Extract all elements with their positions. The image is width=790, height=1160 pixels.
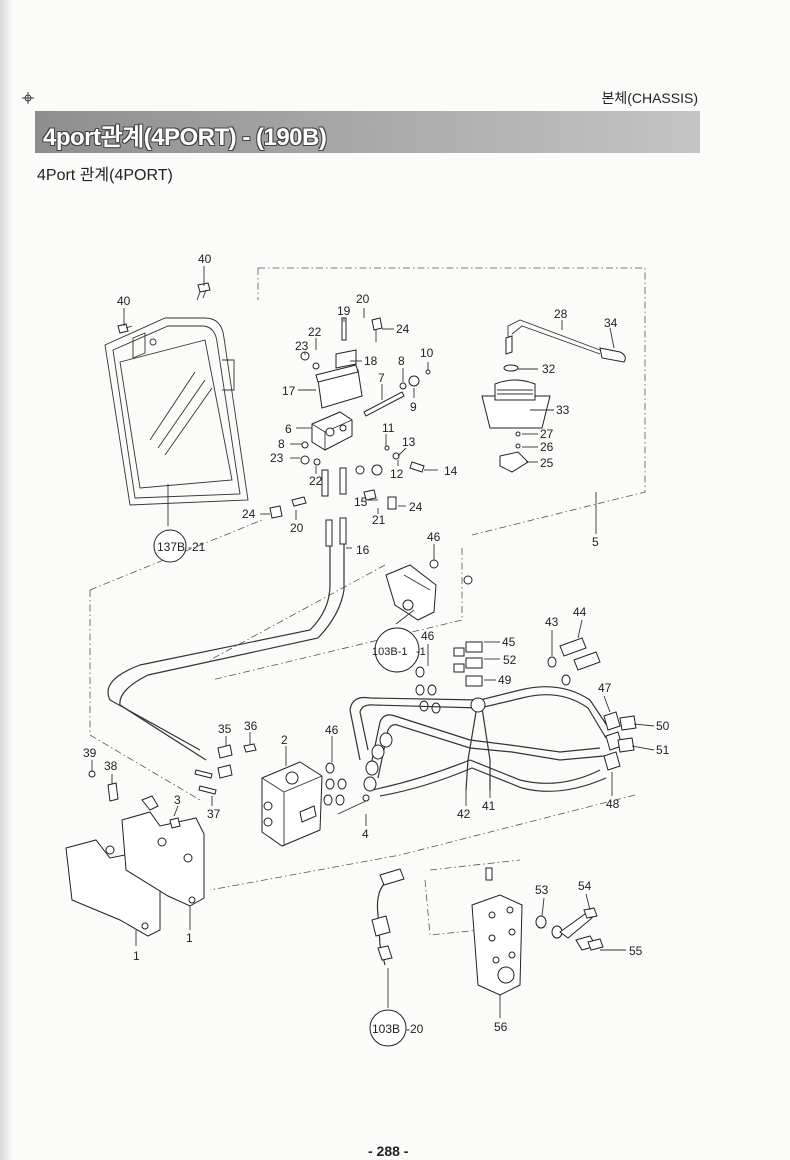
- callout: 53: [535, 883, 549, 897]
- callout: 5: [592, 535, 599, 549]
- callout: 8: [278, 437, 285, 451]
- callout: 46: [421, 629, 435, 643]
- valve-bracket: [385, 559, 473, 621]
- callout: 56: [494, 1020, 508, 1034]
- callout: 12: [390, 467, 404, 481]
- page-number: - 288 -: [368, 1143, 409, 1159]
- callout: 22: [309, 474, 323, 488]
- svg-text:-1: -1: [416, 646, 426, 658]
- callout: 49: [498, 673, 512, 687]
- callout: 42: [457, 807, 471, 821]
- reference-103B-1-1: 103B-1 -1: [372, 627, 426, 673]
- pilot-valve-2: [194, 743, 370, 847]
- callout: 55: [629, 944, 643, 958]
- callout: 22: [308, 325, 322, 339]
- title-bar: [35, 111, 700, 153]
- page-subtitle: 4Port 관계(4PORT): [37, 167, 173, 184]
- harness-103B-20: [371, 868, 405, 966]
- svg-text:-20: -20: [406, 1022, 424, 1036]
- control-lever-28: [503, 319, 626, 372]
- callout: 11: [382, 421, 395, 435]
- callout: 27: [540, 427, 554, 441]
- callout: 36: [244, 719, 258, 733]
- control-cable-16: [107, 517, 347, 761]
- callout: 28: [554, 307, 568, 321]
- callout: 34: [604, 316, 618, 330]
- callout: 26: [540, 440, 554, 454]
- callout: 4: [362, 827, 369, 841]
- callout: 2: [281, 733, 288, 747]
- callout: 46: [325, 723, 339, 737]
- callout: 24: [409, 500, 423, 514]
- callout: 24: [396, 322, 410, 336]
- callout: 47: [598, 681, 612, 695]
- callout: 50: [656, 719, 670, 733]
- bolt-40-icon: [117, 282, 211, 334]
- callout: 3: [174, 793, 181, 807]
- callout: 21: [372, 513, 386, 527]
- callout: 23: [295, 339, 309, 353]
- reference-103B-20: 103B -20: [369, 1009, 424, 1047]
- mounting-plates-1: [65, 770, 205, 937]
- callout: 8: [398, 354, 405, 368]
- callout: 35: [218, 722, 232, 736]
- scan-edge-shadow: [0, 0, 12, 1160]
- callout: 24: [242, 507, 256, 521]
- callout: 45: [502, 635, 516, 649]
- callout-labels: 40 40 20 19 24 22 23 18 8 10 17 7 9 6 11…: [83, 252, 670, 1034]
- callout: 48: [606, 797, 620, 811]
- svg-text:103B: 103B: [372, 1022, 400, 1036]
- cab-door-frame: [104, 317, 249, 506]
- svg-text:103B-1: 103B-1: [372, 646, 407, 658]
- callout: 38: [104, 759, 118, 773]
- page-title: 4port관계(4PORT) - (190B): [43, 124, 327, 151]
- callout: 39: [83, 746, 97, 760]
- callout: 46: [427, 530, 441, 544]
- lever-boot-33: [481, 379, 551, 473]
- callout: 13: [402, 435, 416, 449]
- callout: 40: [117, 294, 131, 308]
- callout: 32: [542, 362, 556, 376]
- svg-text:137B: 137B: [157, 540, 185, 554]
- callout: 33: [556, 403, 570, 417]
- lever-valve-block: [269, 317, 431, 519]
- callout: 6: [285, 422, 292, 436]
- callout: 43: [545, 615, 559, 629]
- callout: 9: [410, 400, 417, 414]
- callout: 25: [540, 456, 554, 470]
- callout: 17: [282, 384, 296, 398]
- callout: 15: [354, 495, 368, 509]
- callout: 10: [420, 346, 434, 360]
- callout: 20: [290, 521, 304, 535]
- callout: 1: [186, 931, 193, 945]
- callout: 23: [270, 451, 284, 465]
- callout: 16: [356, 543, 370, 557]
- callout: 37: [207, 807, 221, 821]
- callout: 44: [573, 605, 587, 619]
- callout: 54: [578, 879, 592, 893]
- callout: 20: [356, 292, 370, 306]
- callout: 52: [503, 653, 517, 667]
- fittings-cluster: [415, 637, 601, 714]
- callout: 40: [198, 252, 212, 266]
- ornament-icon: [22, 92, 34, 104]
- assembly-outlines: [89, 267, 646, 936]
- callout: 19: [337, 304, 351, 318]
- callout: 1: [133, 949, 140, 963]
- callout: 7: [378, 371, 385, 385]
- section-label: 본체(CHASSIS): [601, 90, 698, 106]
- hydraulic-hoses: [349, 686, 637, 797]
- callout: 41: [482, 799, 496, 813]
- reference-137B-21: 137B -21: [153, 529, 206, 563]
- callout: 14: [444, 464, 458, 478]
- callout: 18: [364, 354, 378, 368]
- port-bracket-56: [471, 867, 604, 996]
- leader-lines: [91, 266, 655, 1018]
- svg-text:-21: -21: [188, 540, 206, 554]
- callout: 51: [656, 743, 670, 757]
